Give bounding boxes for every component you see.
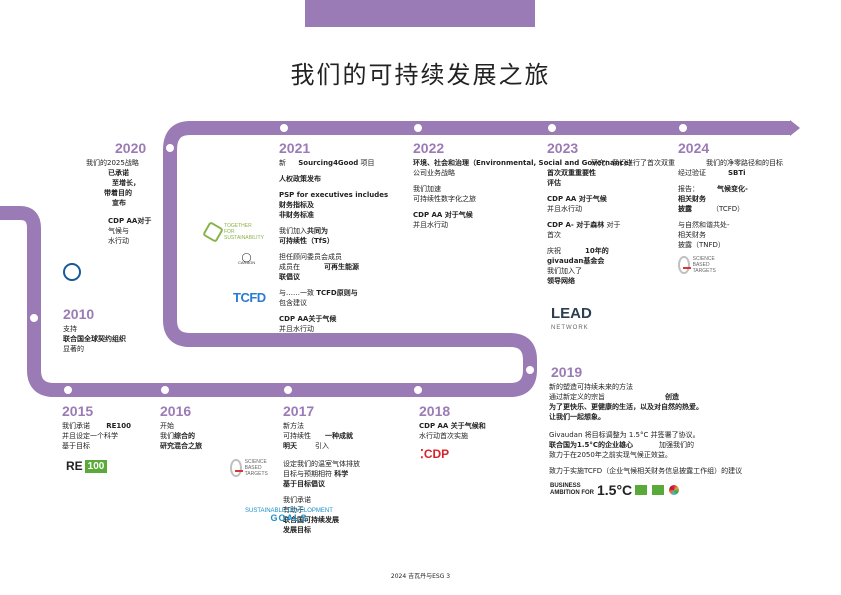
node-2021 xyxy=(278,122,290,134)
track-arrow xyxy=(790,120,800,136)
block-2016: 开始 我们综合的 研究混合之旅 xyxy=(160,422,202,450)
year-2015: 2015 xyxy=(62,403,94,419)
top-banner xyxy=(305,0,535,27)
science-based-targets-logo-2017: SCIENCE BASED TARGETS xyxy=(230,459,280,477)
page-footer: 2024 吉瓦丹与ESG 3 xyxy=(390,573,451,580)
block-2015: 我们承诺 RE100 并且设定一个科学 基于目标 xyxy=(62,422,132,450)
arrow-icon xyxy=(652,485,665,495)
year-2020: 2020 xyxy=(115,140,147,156)
year-2023: 2023 xyxy=(547,140,579,156)
sbt-circle-icon xyxy=(678,256,691,274)
block-2023-extra: 研究：我们进行了首次双重 xyxy=(591,159,675,167)
sbt-circle-icon xyxy=(230,459,243,477)
arrow-icon xyxy=(635,485,648,495)
year-2017: 2017 xyxy=(283,403,315,419)
page-title: 我们的可持续发展之旅 xyxy=(290,61,551,89)
node-2015 xyxy=(62,384,74,396)
node-2018 xyxy=(412,384,424,396)
block-2018: CDP AA 关于气候和 水行动首次实施 xyxy=(419,422,486,440)
node-2024 xyxy=(677,122,689,134)
together-for-sustainability-logo: TOGETHER FOR SUSTAINABILITY xyxy=(202,221,264,243)
tcfd-logo: TCFD xyxy=(233,290,266,305)
block-2024-extra: 我们的净零路径和的目标 xyxy=(706,159,783,167)
block-2019: 新的塑造可持续未来的方法 通过新定义的宗旨创造 为了更快乐、更健康的生活，以及对… xyxy=(549,383,743,475)
year-2018: 2018 xyxy=(419,403,451,419)
cdp-logo: ⁚CDP xyxy=(420,447,450,461)
node-2020 xyxy=(164,142,176,154)
block-2017: 新方法 可持续性一种成就 明天引入 设定我们的温室气体排放 目标与预期相符 科学… xyxy=(283,422,360,534)
year-2010: 2010 xyxy=(63,306,95,322)
block-2021: 新 Sourcing4Good 项目 人权政策发布 PSP for execut… xyxy=(279,159,389,333)
node-2022 xyxy=(412,122,424,134)
node-2017 xyxy=(282,384,294,396)
hexagon-icon xyxy=(202,221,224,243)
year-2021: 2021 xyxy=(279,140,311,156)
block-2023: 首次双重重要性 评估 CDP AA 对于气候 并且水行动 CDP A- 对于森林… xyxy=(547,169,621,285)
sdg-wheel-icon xyxy=(669,485,680,495)
block-2022: 环境、社会和治理（Environmental, Social and Gover… xyxy=(413,159,636,229)
node-2010 xyxy=(28,312,40,324)
node-2016 xyxy=(159,384,171,396)
ring-icon: ◯ xyxy=(241,252,252,262)
node-2019 xyxy=(524,364,536,376)
year-2019: 2019 xyxy=(551,364,583,380)
block-2020: 我们的2025战略 已承诺 至增长， 带着目的 宣布 CDP AA对于 气候与 … xyxy=(86,159,152,245)
carbon-logo: ◯CARBON xyxy=(238,252,256,266)
node-2023 xyxy=(546,122,558,134)
science-based-targets-logo-2024: SCIENCE BASED TARGETS xyxy=(678,256,728,274)
un-globe-icon xyxy=(63,263,81,281)
un-global-compact-logo xyxy=(63,263,81,281)
year-2022: 2022 xyxy=(413,140,445,156)
block-2010: 支持 联合国全球契约组织 显著的 xyxy=(63,325,126,353)
year-2016: 2016 xyxy=(160,403,192,419)
year-2024: 2024 xyxy=(678,140,710,156)
